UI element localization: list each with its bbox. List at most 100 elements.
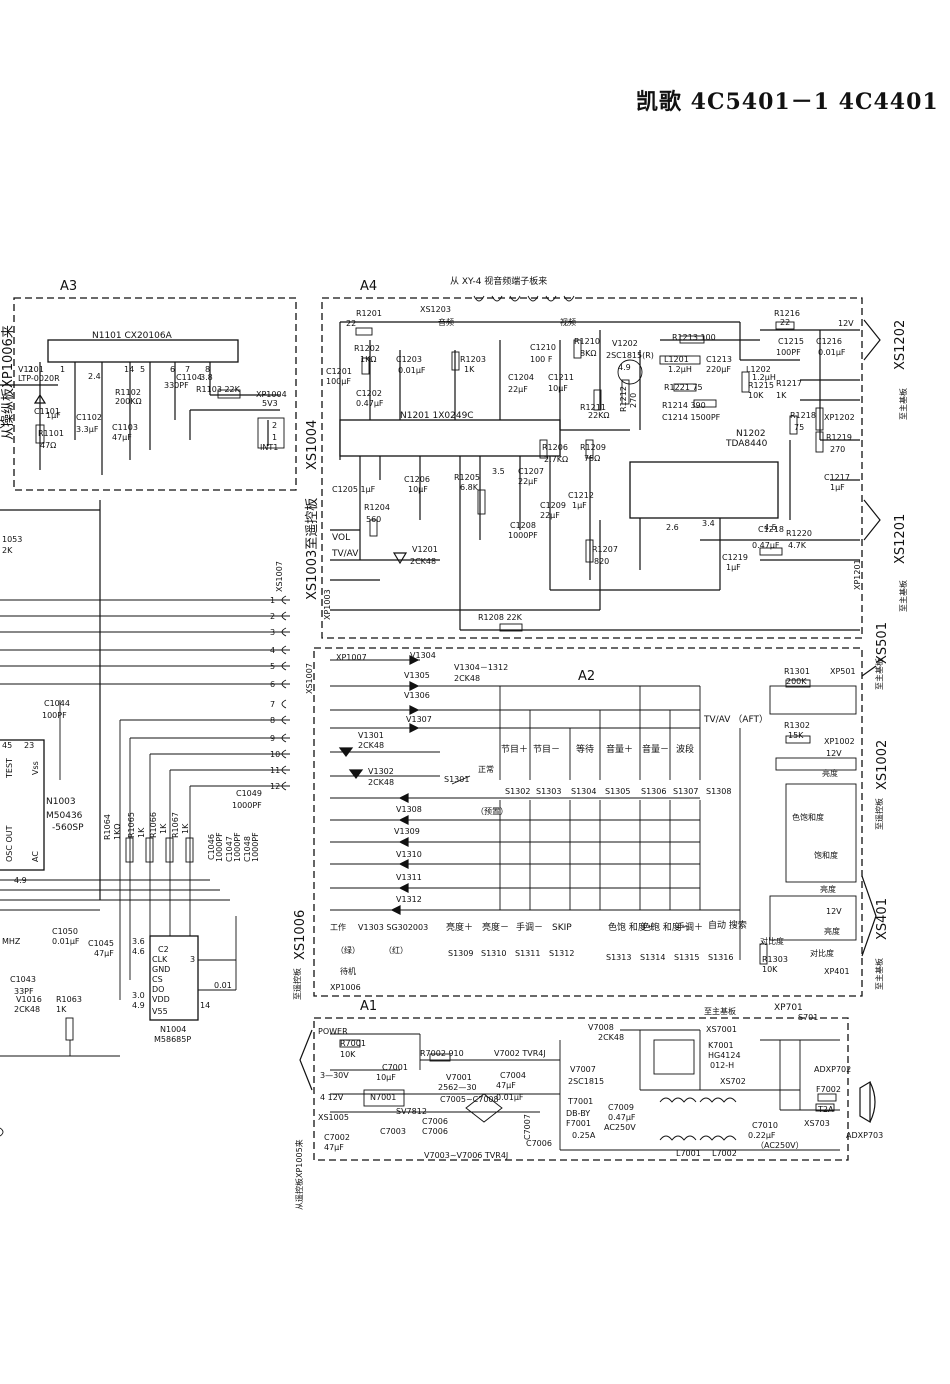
video-label: 视频 — [560, 317, 576, 327]
v55-label: V55 — [152, 1007, 168, 1016]
c1206-value: 10μF — [408, 485, 428, 494]
c7010-value2: （AC250V） — [756, 1141, 804, 1150]
work-label: 工作 — [330, 922, 346, 932]
vss-label: Vss — [31, 761, 40, 775]
xs1007-pin-number: 3 — [270, 628, 275, 637]
k7001-label: K7001 — [708, 1041, 734, 1050]
r1212-label: R1212 — [619, 386, 628, 412]
r1204-label: R1204 — [364, 503, 390, 512]
sw-bot-label-7: 自动 搜索 — [708, 919, 747, 931]
sw-bot-label-2: 手调－ — [516, 921, 543, 933]
sw-bot-id-7: S1316 — [708, 953, 733, 962]
sw-top-label-3: 音量＋ — [606, 743, 633, 755]
a4-pin-34: 3.4 — [702, 519, 715, 528]
v7007-value: 2SC1815 — [568, 1077, 604, 1086]
r1065-label: R1065 — [127, 812, 136, 838]
c1047-label: C1047 — [225, 836, 234, 862]
v1302-value: 2CK48 — [368, 778, 394, 787]
v1101-label: V1101 — [18, 365, 44, 374]
normal-label: 正常 — [478, 765, 494, 774]
red-label: （红） — [384, 945, 408, 955]
r1210-value: 8KΩ — [580, 349, 596, 358]
c1208-label: C1208 — [510, 521, 536, 530]
adxp702-label: ADXP702 — [814, 1065, 851, 1074]
c7006-label: C7006 — [422, 1117, 448, 1126]
r1207-value: 820 — [594, 557, 609, 566]
audio-label: 音频 — [438, 317, 454, 327]
xs1006-label: XS1006 — [293, 910, 308, 960]
a4-pin-45: 4.5 — [764, 523, 777, 532]
r1204-value: 560 — [366, 515, 381, 524]
r1218-label: R1218 — [790, 411, 816, 420]
v7008-value: 2CK48 — [598, 1033, 624, 1042]
ac-label: AC — [31, 851, 40, 862]
n1101-label: N1101 CX20106A — [92, 331, 173, 341]
a3-conn-pin-2: 2 — [272, 421, 277, 430]
c1215-value: 100PF — [776, 348, 801, 357]
pin-30: 3.0 — [132, 991, 145, 1000]
r1201-value: 22 — [346, 319, 356, 328]
a2-12v-label-2: 12V — [826, 907, 842, 916]
r1206-label: R1206 — [542, 443, 568, 452]
r1206-value: 2.7KΩ — [544, 455, 568, 464]
c7001-value: 10μF — [376, 1073, 396, 1082]
v1304-label: V1304 — [410, 651, 436, 660]
xs1007-pin-number: 10 — [270, 750, 280, 759]
xp501-label: XP501 — [830, 667, 856, 676]
r1220-label: R1220 — [786, 529, 812, 538]
c1050-label: C1050 — [52, 927, 78, 936]
r1219-value: 270 — [830, 445, 845, 454]
r1215-label: R1215 — [748, 381, 774, 390]
c7003-label: C7003 — [380, 1127, 406, 1136]
c1211-value: 10μF — [548, 384, 568, 393]
c1046-label: C1046 — [207, 834, 216, 860]
contrast-label: 对比度 — [760, 936, 784, 946]
c2-label: C2 — [158, 945, 169, 954]
sw-top-id-2: S1304 — [571, 787, 596, 796]
c1217-label: C1217 — [824, 473, 850, 482]
v1301-label: V1301 — [358, 731, 384, 740]
v7003-label: V7003~V7006 TVR4J — [424, 1151, 508, 1160]
c1201-value: 100μF — [326, 377, 351, 386]
xs1007-pin-number: 4 — [270, 646, 275, 655]
to-remote-label: 至遥控板 — [874, 798, 884, 830]
v1202-label: V1202 — [612, 339, 638, 348]
v1312-label: V1312 — [396, 895, 422, 904]
pin-14: 14 — [200, 1001, 210, 1010]
r1203-label: R1203 — [460, 355, 486, 364]
v1016-value: 2CK48 — [14, 1005, 40, 1014]
t7001-value: DB-BY — [566, 1109, 590, 1118]
c1210-label: C1210 — [530, 343, 556, 352]
c7009-value2: AC250V — [604, 1123, 636, 1132]
v1311-label: V1311 — [396, 873, 422, 882]
xs1007-pin — [281, 627, 287, 637]
n1201-label: N1201 1X0249C — [400, 411, 474, 421]
xs1007-pin-number: 12 — [270, 782, 280, 791]
r7002-label: R7002 910 — [420, 1049, 464, 1058]
r1302-value: 15K — [788, 731, 804, 740]
c1203-value: 0.01μF — [398, 366, 426, 375]
color-label: 色饱和度 — [792, 812, 824, 822]
r1203-value: 1K — [464, 365, 475, 374]
r1102-value: 200KΩ — [115, 397, 142, 406]
xs702-label: XS702 — [720, 1077, 746, 1086]
xs1007-label: XS1007 — [305, 663, 314, 694]
v1016-label: V1016 — [16, 995, 42, 1004]
c3-label: 3 — [190, 955, 195, 964]
c1204-value: 22μF — [508, 385, 528, 394]
c1212-label: C1212 — [568, 491, 594, 500]
a4-12v-label: 12V — [838, 319, 854, 328]
a3-conn-pin-1: 1 — [272, 433, 277, 442]
c1044-value: 100PF — [42, 711, 67, 720]
r1067-value: 1K — [181, 823, 190, 834]
a2-label: A2 — [578, 669, 595, 684]
c1218-label: C1218 — [758, 525, 784, 534]
xp1006-label: XP1006 — [330, 983, 361, 992]
c7004-value: 47μF — [496, 1081, 516, 1090]
xs1201-label: XS1201 — [893, 514, 908, 564]
saturation-label: 饱和度 — [814, 850, 838, 860]
a4-pin-35: 3.5 — [492, 467, 505, 476]
xp1201-label: XP1201 — [853, 559, 862, 590]
v7008-label: V7008 — [588, 1023, 614, 1032]
